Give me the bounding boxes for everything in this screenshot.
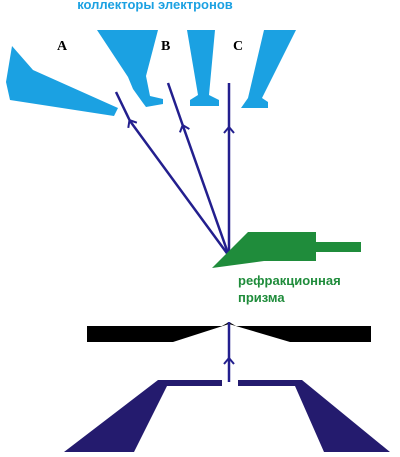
- emitter-left-electrode: [64, 380, 222, 452]
- collector-label-b: B: [161, 39, 170, 54]
- prism-label-line2: призма: [238, 290, 285, 305]
- collectors-title: коллекторы электронов: [77, 0, 233, 12]
- beam-to-collector-a: [114, 91, 231, 257]
- emitter-label-line2: электронов: [193, 401, 268, 416]
- aperture-plate: [87, 322, 371, 342]
- collector-c-left: [187, 30, 219, 106]
- collector-label-a: A: [57, 39, 68, 54]
- collector-b: [97, 30, 163, 107]
- collector-a: [6, 46, 118, 116]
- emitter-label-line1: эмитер: [210, 384, 256, 399]
- collector-c-right: [241, 30, 296, 108]
- prism-label-line1: рефракционная: [238, 273, 341, 288]
- collector-label-c: C: [233, 39, 243, 54]
- emitter-right-electrode: [238, 380, 390, 452]
- beam-to-collector-b: [166, 82, 231, 257]
- refraction-prism: [212, 232, 361, 268]
